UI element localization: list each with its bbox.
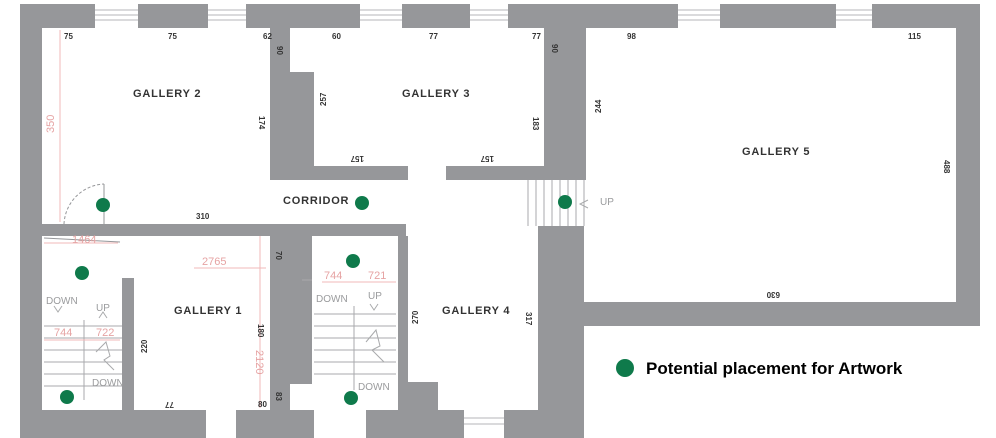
dimension-label: 310 <box>196 212 210 221</box>
legend-label: Potential placement for Artwork <box>646 359 903 378</box>
artwork-marker <box>75 266 89 280</box>
dimension-label: 90 <box>550 44 559 53</box>
annotation-label: 744 <box>324 270 342 282</box>
annotation-label: 722 <box>96 327 114 339</box>
annotation-label: 350 <box>45 115 57 133</box>
stair-label-down: DOWN <box>46 296 78 307</box>
dimension-labels: 75 75 62 90 174 60 77 77 90 257 183 157 … <box>64 32 951 409</box>
annotation-label: 2120 <box>253 350 265 374</box>
stairs-main <box>527 180 589 226</box>
artwork-marker <box>60 390 74 404</box>
dimension-label: 75 <box>64 32 73 41</box>
wall-segment <box>42 226 64 236</box>
wall-segment <box>246 4 360 28</box>
dimension-label: 62 <box>263 32 272 41</box>
dimension-label: 115 <box>908 32 921 41</box>
artwork-markers <box>60 195 572 405</box>
dimension-label: 317 <box>524 312 533 326</box>
wall-segment <box>538 226 584 410</box>
windows-bottom <box>464 417 504 425</box>
room-label-gallery-4: GALLERY 4 <box>442 305 510 317</box>
dimension-label: 77 <box>165 400 174 409</box>
dimension-label: 257 <box>319 92 328 106</box>
wall-segment <box>270 384 290 410</box>
artwork-marker <box>96 198 110 212</box>
dimension-label: 180 <box>256 324 265 338</box>
dimension-label: 270 <box>411 310 420 324</box>
dimension-label: 70 <box>274 251 283 260</box>
wall-segment <box>720 4 836 28</box>
wall-segment <box>270 236 312 384</box>
dimension-label: 80 <box>258 400 267 409</box>
annotation-label: 744 <box>54 327 72 339</box>
dimension-label: 244 <box>594 99 603 113</box>
room-label-gallery-5: GALLERY 5 <box>742 146 810 158</box>
room-label-corridor: CORRIDOR <box>283 195 349 207</box>
wall-segment <box>398 236 408 382</box>
wall-segment <box>236 410 314 438</box>
wall-right <box>956 4 980 326</box>
dimension-label: 174 <box>257 116 266 130</box>
wall-left <box>20 4 42 438</box>
artwork-marker <box>558 195 572 209</box>
stair-label-up: UP <box>600 197 614 208</box>
wall-segment <box>564 28 586 78</box>
wall-segment <box>270 28 290 72</box>
wall-segment <box>584 302 624 326</box>
wall-segment <box>402 4 470 28</box>
stair-label-up: UP <box>368 291 382 302</box>
dimension-label: 157 <box>350 154 364 163</box>
room-label-gallery-3: GALLERY 3 <box>402 88 470 100</box>
wall-segment <box>508 4 678 28</box>
legend: Potential placement for Artwork <box>616 359 903 378</box>
annotation-lines <box>44 30 396 408</box>
dimension-label: 83 <box>274 392 283 401</box>
dimension-label: 488 <box>942 160 951 174</box>
annotation-label: 2765 <box>202 256 226 268</box>
wall-segment <box>398 382 438 410</box>
stairs-left <box>44 305 122 400</box>
wall-corridor-bottom <box>42 224 406 236</box>
dimension-label: 90 <box>275 46 284 55</box>
stair-label-up: UP <box>96 303 110 314</box>
wall-g5-bottom <box>584 302 980 326</box>
wall-segment <box>270 166 408 180</box>
dimension-label: 183 <box>531 117 540 131</box>
artwork-marker <box>355 196 369 210</box>
room-labels: GALLERY 2 GALLERY 3 GALLERY 5 CORRIDOR G… <box>133 88 810 317</box>
interior-walls <box>42 28 624 410</box>
artwork-marker <box>346 254 360 268</box>
windows-top <box>95 9 872 21</box>
dimension-label: 630 <box>766 290 780 299</box>
dimension-label: 220 <box>140 339 149 353</box>
wall-segment <box>20 410 206 438</box>
dimension-label: 157 <box>480 154 494 163</box>
wall-segment <box>504 410 584 438</box>
outer-walls <box>20 4 980 438</box>
dimension-label: 77 <box>532 32 541 41</box>
dimension-label: 75 <box>168 32 177 41</box>
wall-segment <box>138 4 208 28</box>
stairs-mid <box>302 279 396 390</box>
dimension-label: 60 <box>332 32 341 41</box>
stair-label-down: DOWN <box>316 294 348 305</box>
wall-segment <box>270 72 314 180</box>
artwork-marker <box>344 391 358 405</box>
wall-segment <box>122 278 134 410</box>
room-label-gallery-1: GALLERY 1 <box>174 305 242 317</box>
annotation-label: 1464 <box>72 234 96 246</box>
annotation-label: 721 <box>368 270 386 282</box>
legend-marker-icon <box>616 359 634 377</box>
wall-segment <box>366 410 464 438</box>
dimension-label: 77 <box>429 32 438 41</box>
dimension-label: 98 <box>627 32 636 41</box>
stair-label-down: DOWN <box>92 378 124 389</box>
room-label-gallery-2: GALLERY 2 <box>133 88 201 100</box>
stair-label-down: DOWN <box>358 382 390 393</box>
